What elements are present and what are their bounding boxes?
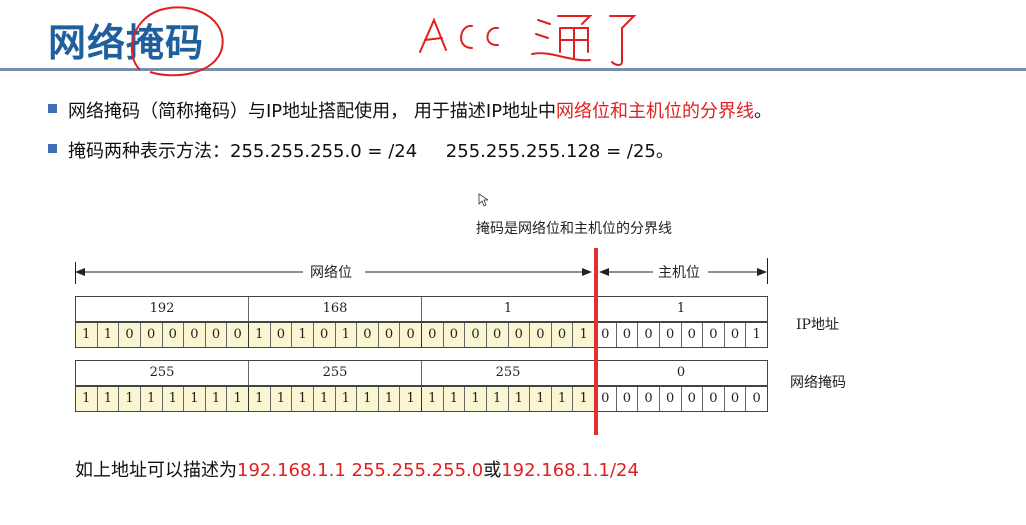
ip-bit-cell: 0: [421, 323, 443, 347]
ip-bit-cell: 1: [572, 323, 594, 347]
ip-bit-cell: 0: [139, 323, 162, 347]
summary-text: 如上地址可以描述为192.168.1.1 255.255.255.0或192.1…: [75, 460, 639, 481]
mask-bit-cell: 1: [464, 387, 486, 411]
ip-bit-cell: 0: [507, 323, 530, 347]
mask-bit-cell: 1: [226, 387, 248, 411]
ip-bit-cell: 0: [399, 323, 421, 347]
mask-octet: 255: [149, 365, 175, 380]
ip-octet: 168: [248, 297, 421, 321]
mask-bit-cell: 1: [291, 387, 313, 411]
mask-octet: 255: [421, 361, 594, 385]
mask-bit-cell: 1: [269, 387, 292, 411]
ip-bit-cell: 1: [745, 323, 767, 347]
ip-bit-cell: 1: [291, 323, 313, 347]
bullet-1: 网络掩码（简称掩码）与IP地址搭配使用， 用于描述IP地址中网络位和主机位的分界…: [68, 101, 773, 122]
bullet-2: 掩码两种表示方法：255.255.255.0 = /24 255.255.255…: [68, 141, 674, 162]
ip-bit-cell: 0: [702, 323, 724, 347]
ip-bit-cell: 1: [248, 323, 270, 347]
ip-octet: 192: [149, 301, 175, 316]
ip-bit-cell: 0: [529, 323, 551, 347]
mask-bit-cell: 1: [312, 387, 335, 411]
boundary-line: [594, 248, 598, 435]
mask-bit-cell: 1: [334, 387, 357, 411]
mask-bit-cell: 1: [204, 387, 227, 411]
ip-bit-cell: 1: [76, 323, 97, 347]
ip-bit-cell: 1: [96, 323, 119, 347]
mask-bit-cell: 1: [161, 387, 184, 411]
mask-bit-cell: 1: [421, 387, 443, 411]
mask-bit-cell: 1: [399, 387, 421, 411]
mask-bit-cell: 1: [183, 387, 205, 411]
title-divider: [0, 68, 1026, 71]
span-arrows: [75, 268, 767, 276]
mask-bit-cell: 0: [680, 387, 703, 411]
ip-octet: 1: [594, 297, 767, 321]
page-title: 网络掩码: [48, 21, 205, 65]
ip-bit-cell: 0: [118, 323, 140, 347]
ip-bit-cell: 0: [312, 323, 335, 347]
tick-left: [75, 262, 76, 284]
ip-bit-cell: 0: [723, 323, 746, 347]
mask-bit-cell: 1: [442, 387, 465, 411]
mask-bit-cell: 0: [702, 387, 724, 411]
mask-bit-cell: 0: [615, 387, 638, 411]
ip-bit-cell: 0: [637, 323, 659, 347]
mask-bit-cell: 1: [248, 387, 270, 411]
mask-bit-cell: 1: [485, 387, 508, 411]
ip-bit-cell: 0: [204, 323, 227, 347]
ip-bit-cell: 0: [269, 323, 292, 347]
mask-bit-cell: 0: [658, 387, 681, 411]
ip-bit-cell: 0: [680, 323, 703, 347]
mouse-cursor-icon: [478, 193, 488, 207]
tick-right: [767, 258, 768, 284]
ip-bit-cell: 0: [658, 323, 681, 347]
host-bits-label: 主机位: [658, 265, 700, 281]
mask-bit-cell: 1: [76, 387, 97, 411]
bullet-marker: [48, 104, 57, 113]
ip-bit-cell: 0: [377, 323, 400, 347]
mask-bit-cell: 0: [745, 387, 767, 411]
mask-bit-cell: 0: [637, 387, 659, 411]
mask-bit-cell: 1: [118, 387, 140, 411]
mask-octet: 0: [594, 361, 767, 385]
mask-bit-cell: 1: [529, 387, 551, 411]
mask-bit-cell: 1: [550, 387, 573, 411]
handwriting-annotation: [130, 6, 637, 77]
ip-bit-cell: 0: [464, 323, 486, 347]
ip-bit-cell: 0: [615, 323, 638, 347]
mask-bit-cell: 0: [723, 387, 746, 411]
network-bits-label: 网络位: [310, 265, 352, 281]
mask-octet: 255: [248, 361, 421, 385]
ip-bit-cell: 0: [161, 323, 184, 347]
ip-bit-cell: 0: [485, 323, 508, 347]
mask-row-label: 网络掩码: [790, 375, 846, 391]
ip-bit-cell: 0: [183, 323, 205, 347]
boundary-caption: 掩码是网络位和主机位的分界线: [476, 221, 672, 237]
ip-bit-cell: 1: [334, 323, 357, 347]
ip-row-label: IP地址: [796, 317, 839, 333]
mask-bit-cell: 1: [96, 387, 119, 411]
ip-bit-cell: 0: [442, 323, 465, 347]
mask-octet-row: 255 255 255 0: [75, 360, 768, 386]
mask-bit-cell: 1: [356, 387, 378, 411]
mask-bit-cell: 1: [377, 387, 400, 411]
ip-bit-cell: 0: [356, 323, 378, 347]
ip-octet: 1: [421, 297, 594, 321]
mask-bit-cell: 1: [507, 387, 530, 411]
ip-bit-cell: 0: [550, 323, 573, 347]
ip-bit-cell: 0: [226, 323, 248, 347]
ip-octet-row: 192 168 1 1: [75, 296, 768, 322]
bullet-marker: [48, 144, 57, 153]
mask-bit-cell: 1: [139, 387, 162, 411]
mask-bit-cell: 1: [572, 387, 594, 411]
